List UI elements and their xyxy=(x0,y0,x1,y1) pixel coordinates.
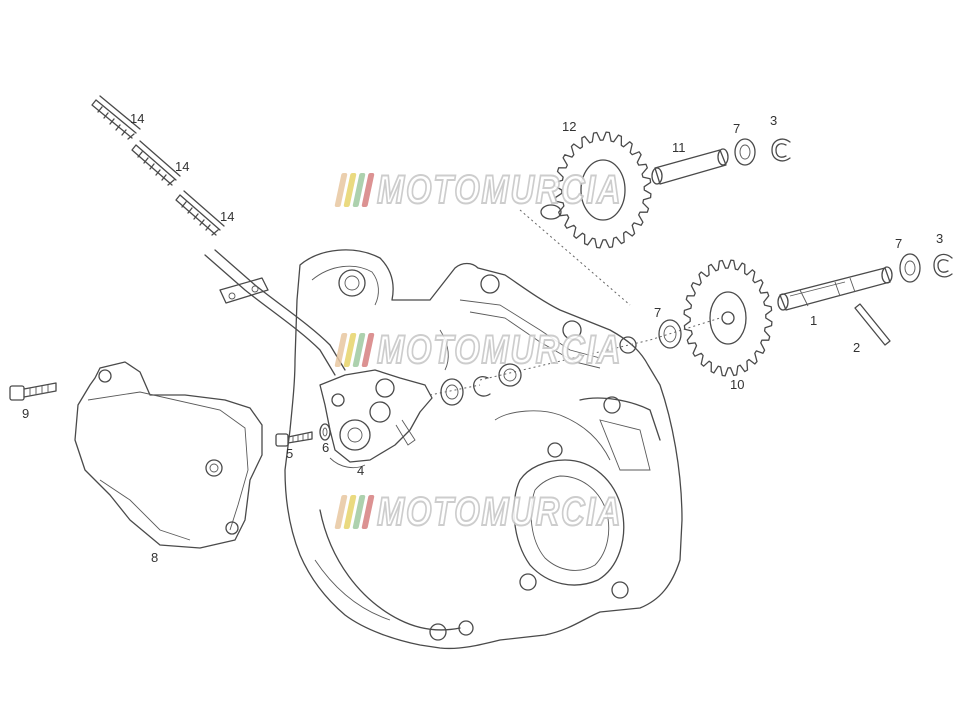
washer-7-right xyxy=(899,253,921,283)
circlip-3-upper xyxy=(771,138,791,162)
watermark-stripes xyxy=(334,173,375,207)
callout-6: 6 xyxy=(322,440,329,455)
circlip-small xyxy=(473,376,491,397)
callout-8: 8 xyxy=(151,550,158,565)
watermark-bottom: MOTOMURCIA xyxy=(334,489,676,535)
seal-ring xyxy=(440,378,464,406)
watermark-text: MOTOMURCIA xyxy=(376,489,623,535)
watermark-middle: MOTOMURCIA xyxy=(334,327,676,373)
alignment-lines xyxy=(429,209,721,396)
crankcase xyxy=(284,249,683,650)
callout-10: 10 xyxy=(730,377,744,392)
callout-9: 9 xyxy=(22,406,29,421)
washer-7-upper xyxy=(734,138,756,166)
pin-2 xyxy=(854,303,891,346)
callout-12: 12 xyxy=(562,119,576,134)
watermark-text: MOTOMURCIA xyxy=(376,167,623,213)
bolt-5 xyxy=(275,431,313,447)
callout-7-upper: 7 xyxy=(733,121,740,136)
pump-cover-8 xyxy=(74,361,263,549)
callout-7-middle: 7 xyxy=(654,305,661,320)
callout-14-middle: 14 xyxy=(175,159,189,174)
washer-7-middle xyxy=(658,319,682,349)
callout-1: 1 xyxy=(810,313,817,328)
spring-14-top xyxy=(91,95,141,140)
circlip-3-right xyxy=(933,253,953,278)
shaft-1 xyxy=(777,266,893,311)
bolt-9 xyxy=(9,382,57,401)
oil-pump-cable xyxy=(204,249,346,376)
callout-14-bottom: 14 xyxy=(220,209,234,224)
gear-10 xyxy=(683,259,773,377)
washer-6 xyxy=(319,423,331,441)
callout-14-top: 14 xyxy=(130,111,144,126)
oil-pump xyxy=(319,369,433,469)
callout-2: 2 xyxy=(853,340,860,355)
spring-14-middle xyxy=(131,140,181,186)
watermark-top: MOTOMURCIA xyxy=(334,167,676,213)
callout-3-right: 3 xyxy=(936,231,943,246)
callout-7-right: 7 xyxy=(895,236,902,251)
callout-3-upper: 3 xyxy=(770,113,777,128)
watermark-stripes xyxy=(334,495,375,529)
watermark-text: MOTOMURCIA xyxy=(376,327,623,373)
pin-11 xyxy=(651,148,729,185)
watermark-stripes xyxy=(334,333,375,367)
callout-11: 11 xyxy=(672,140,686,155)
callout-5: 5 xyxy=(286,446,293,461)
spring-14-bottom xyxy=(175,190,225,236)
callout-4: 4 xyxy=(357,463,364,478)
gear-12 xyxy=(540,131,652,249)
